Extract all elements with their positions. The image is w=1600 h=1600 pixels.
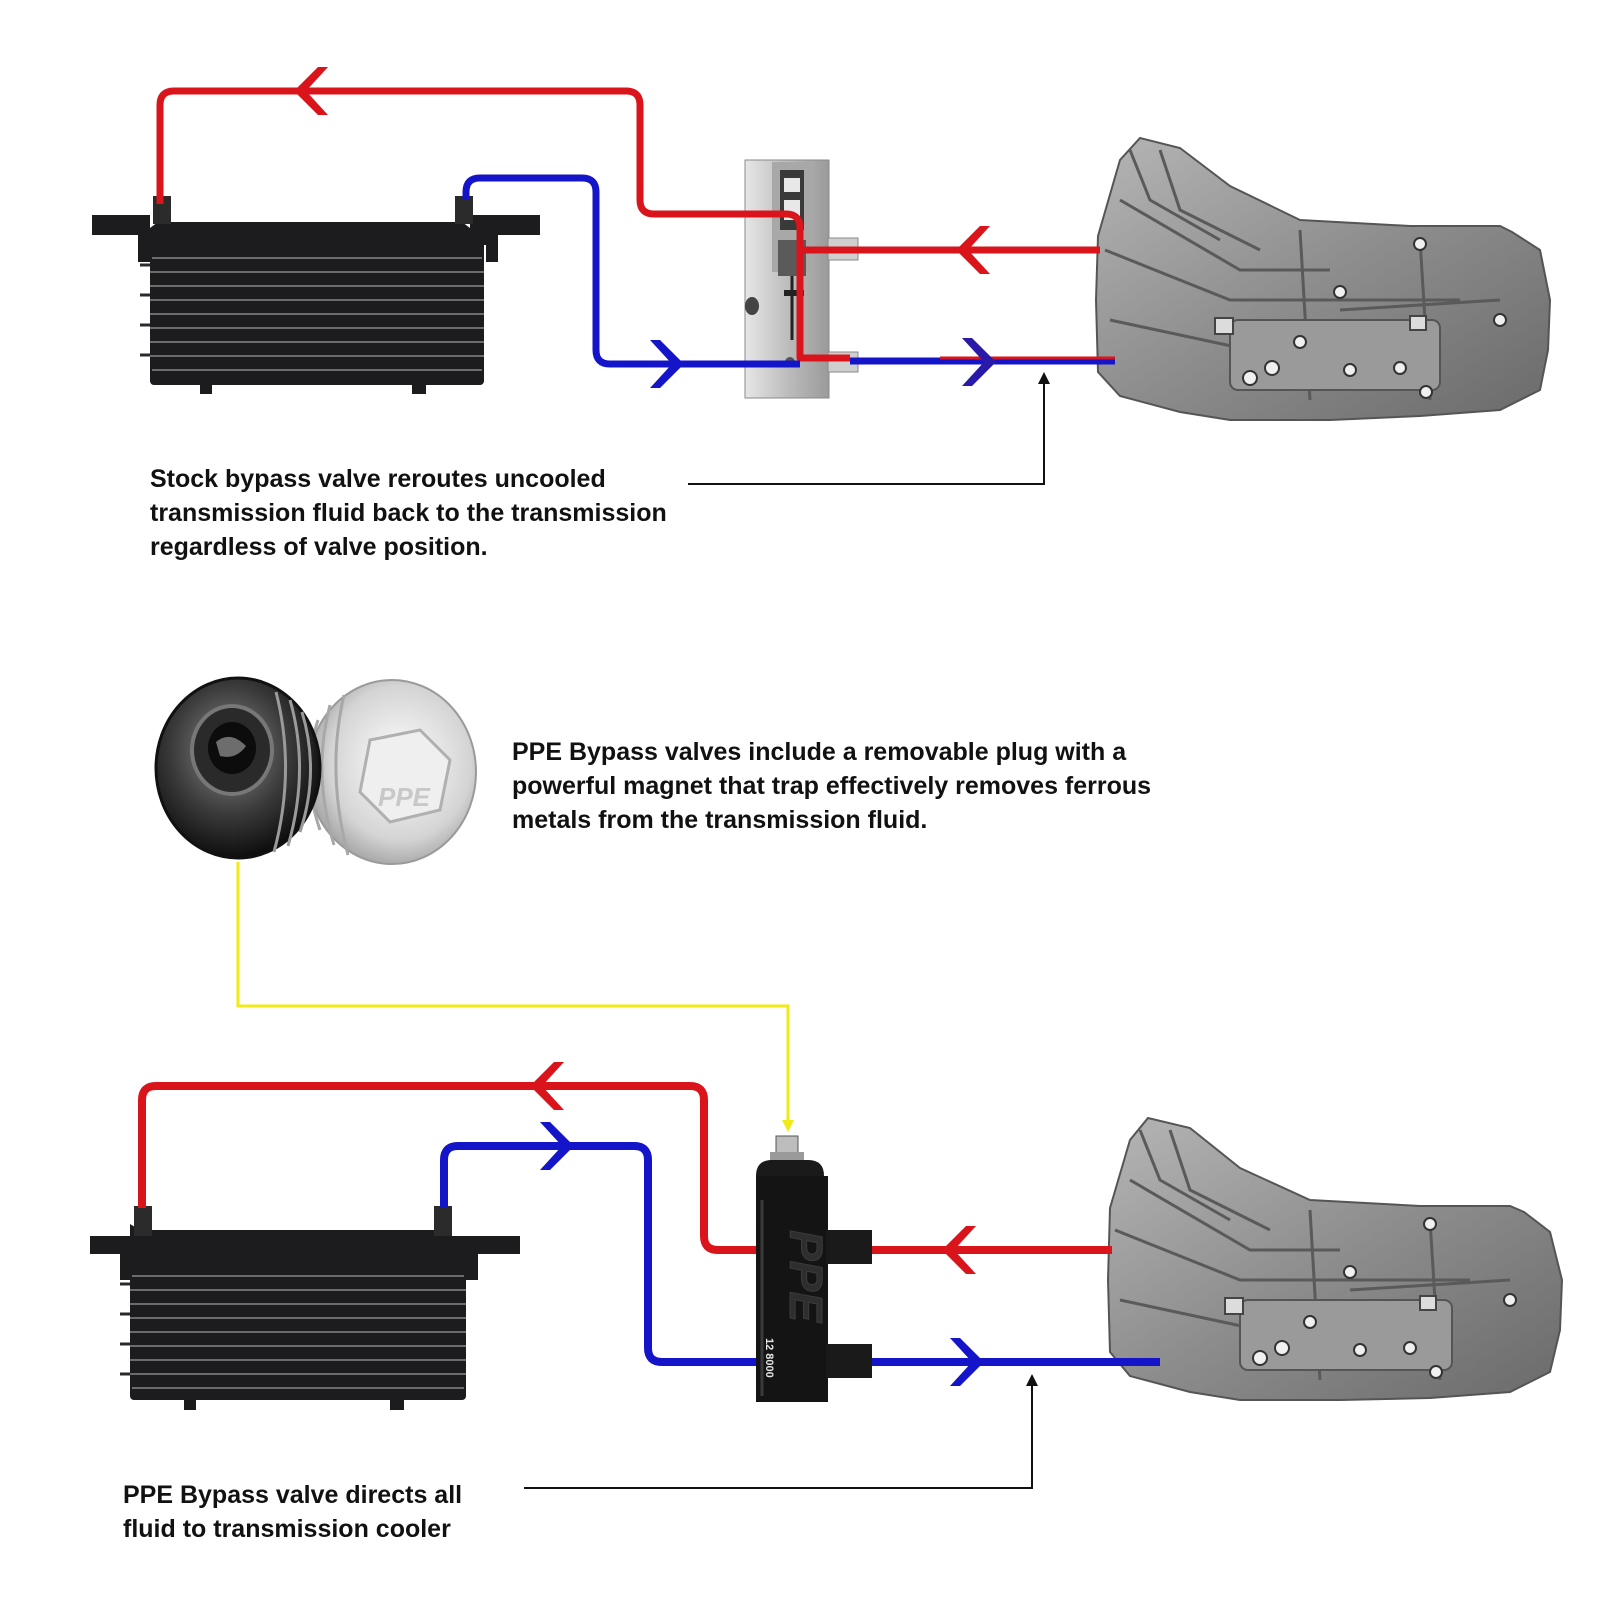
- transmission-cooler-icon: [92, 196, 540, 394]
- transmission-housing-icon-bottom: [1106, 1116, 1564, 1401]
- top-callout-arrowhead: [1038, 372, 1050, 384]
- stock-valve-caption: Stock bypass valve reroutes uncooled tra…: [150, 462, 667, 564]
- ppe-valve-caption-line-2: fluid to transmission cooler: [123, 1515, 451, 1543]
- transmission-housing-icon: [1094, 136, 1552, 421]
- ppe-valve-caption-line-1: PPE Bypass valve directs all: [123, 1481, 463, 1509]
- bottom-callout-leader: [524, 1378, 1033, 1489]
- top-bypass-red-line: [796, 250, 850, 362]
- bottom-cool-line: [440, 1142, 1160, 1366]
- magnetic-plug-icon: PPE: [154, 676, 477, 865]
- stock-valve-caption-line-3: regardless of valve position.: [150, 533, 488, 561]
- bottom-hot-line: [138, 1082, 1112, 1254]
- ppe-valve-caption: PPE Bypass valve directs all fluid to tr…: [123, 1478, 462, 1546]
- magnet-plug-caption-line-3: metals from the transmission fluid.: [512, 806, 928, 834]
- stock-valve-caption-line-2: transmission fluid back to the transmiss…: [150, 499, 667, 527]
- magnet-callout-arrowhead: [782, 1120, 794, 1132]
- ppe-valve-part-number: 12 8000: [763, 1338, 775, 1378]
- magnet-callout-line: [236, 862, 790, 1124]
- bottom-callout-arrowhead: [1026, 1374, 1038, 1386]
- ppe-valve-logo: PPE: [780, 1230, 832, 1323]
- magnet-plug-caption-line-1: PPE Bypass valves include a removable pl…: [512, 738, 1127, 766]
- top-hot-line: [156, 87, 1100, 254]
- stock-valve-caption-line-1: Stock bypass valve reroutes uncooled: [150, 465, 606, 493]
- top-callout-leader: [688, 376, 1045, 485]
- magnet-plug-caption: PPE Bypass valves include a removable pl…: [512, 735, 1151, 837]
- plug-logo: PPE: [378, 782, 431, 812]
- top-cool-line: [462, 174, 800, 368]
- transmission-cooler-icon-bottom: [90, 1206, 520, 1410]
- ppe-bypass-valve-icon: PPE 12 8000: [756, 1135, 872, 1402]
- magnet-plug-caption-line-2: powerful magnet that trap effectively re…: [512, 772, 1152, 800]
